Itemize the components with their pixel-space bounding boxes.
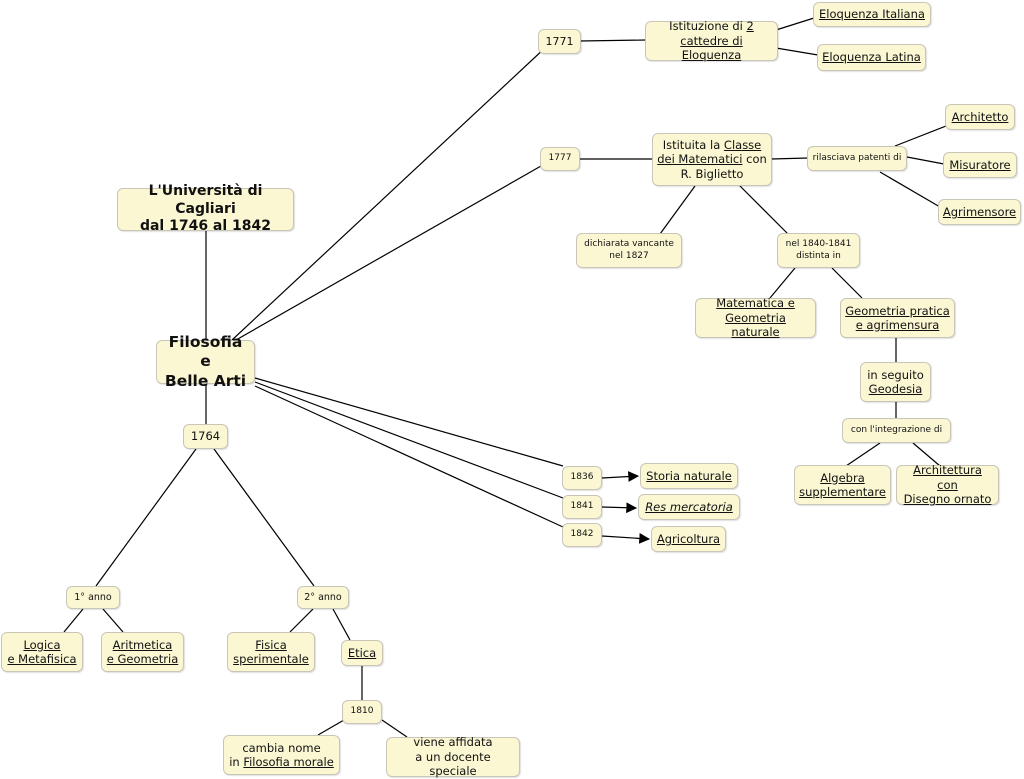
architetto-label: Architetto bbox=[951, 109, 1009, 124]
architetto-link[interactable]: Architetto bbox=[945, 104, 1015, 130]
rilasciava-patenti[interactable]: rilasciava patenti di bbox=[807, 146, 907, 171]
fisica-line1: Fisica bbox=[255, 637, 287, 652]
viene-affidata[interactable]: viene affidata a un docente speciale bbox=[386, 735, 520, 779]
aritmetica-line2: e Geometria bbox=[106, 652, 179, 666]
logica-line2: e Metafisica bbox=[7, 652, 77, 666]
cambia-line1: cambia nome bbox=[242, 740, 321, 755]
agricoltura-label: Agricoltura bbox=[656, 531, 721, 546]
matgeo-line2: Geometria naturale bbox=[725, 310, 786, 340]
affidata-line1: viene affidata bbox=[413, 735, 493, 750]
geopratica-line2: e agrimensura bbox=[855, 318, 940, 332]
year-1777[interactable]: 1777 bbox=[540, 147, 580, 171]
architettura-disegno-link[interactable]: Architettura con Disegno ornato bbox=[896, 463, 999, 507]
misuratore-link[interactable]: Misuratore bbox=[943, 152, 1017, 178]
seguito-line1: in seguito bbox=[867, 367, 924, 382]
fisica-line2: sperimentale bbox=[233, 652, 309, 666]
misuratore-label: Misuratore bbox=[949, 157, 1011, 172]
classe-matematici[interactable]: Istituita la Classe dei Matematici con R… bbox=[652, 133, 772, 186]
cambia-line2: in Filosofia morale bbox=[229, 755, 334, 769]
secondo-anno[interactable]: 2° anno bbox=[297, 586, 349, 609]
logica-line1: Logica bbox=[23, 637, 61, 652]
year-1771-label: 1771 bbox=[545, 34, 574, 48]
agrimensore-label: Agrimensore bbox=[942, 204, 1017, 219]
algebra-line1: Algebra bbox=[820, 470, 865, 485]
year-1836[interactable]: 1836 bbox=[562, 466, 602, 490]
con-integrazione[interactable]: con l'integrazione di bbox=[842, 418, 951, 443]
year-1764[interactable]: 1764 bbox=[183, 424, 228, 449]
eloquenza-latina-link[interactable]: Eloquenza Latina bbox=[817, 44, 926, 71]
in-seguito-geodesia[interactable]: in seguito Geodesia bbox=[860, 362, 931, 402]
dichiarata-vacante[interactable]: dichiarata vancante nel 1827 bbox=[576, 233, 682, 268]
root-node[interactable]: Filosofia e Belle Arti bbox=[156, 333, 255, 390]
aritmetica-geometria-link[interactable]: Aritmetica e Geometria bbox=[101, 632, 184, 672]
primo-anno-label: 1° anno bbox=[74, 591, 112, 603]
istituzione-line1: Istituzione di 2 bbox=[669, 19, 754, 34]
fisica-sperimentale-link[interactable]: Fisica sperimentale bbox=[227, 632, 315, 672]
primo-anno[interactable]: 1° anno bbox=[66, 586, 120, 609]
logica-metafisica-link[interactable]: Logica e Metafisica bbox=[1, 632, 83, 672]
distinta-line2: distinta in bbox=[796, 250, 841, 261]
matematici-line3: R. Biglietto bbox=[680, 166, 744, 181]
res-mercatoria-link[interactable]: Res mercatoria bbox=[638, 494, 740, 520]
geometria-pratica-link[interactable]: Geometria pratica e agrimensura bbox=[840, 298, 955, 338]
year-1810[interactable]: 1810 bbox=[342, 700, 382, 724]
filosofia-morale-link[interactable]: Filosofia morale bbox=[243, 755, 334, 769]
aritmetica-line1: Aritmetica bbox=[112, 637, 173, 652]
year-1842[interactable]: 1842 bbox=[562, 523, 602, 547]
integrazione-label: con l'integrazione di bbox=[850, 424, 943, 435]
distinta-line1: nel 1840-1841 bbox=[785, 239, 852, 250]
matematica-geometria-naturale-link[interactable]: Matematica e Geometria naturale bbox=[695, 296, 816, 340]
year-1842-label: 1842 bbox=[570, 529, 594, 540]
diagram-title: L'Università di Cagliari dal 1746 al 184… bbox=[117, 183, 294, 234]
istituzione-line2: cattedre di Eloquenza bbox=[680, 33, 743, 63]
rilasciava-label: rilasciava patenti di bbox=[812, 152, 902, 163]
year-1764-label: 1764 bbox=[190, 429, 221, 444]
affidata-line2: a un docente speciale bbox=[415, 749, 491, 779]
etica-link[interactable]: Etica bbox=[341, 640, 383, 666]
root-line1: Filosofia e bbox=[168, 332, 243, 371]
istituzione-eloquenza[interactable]: Istituzione di 2 cattedre di Eloquenza bbox=[645, 19, 778, 63]
title-line1: L'Università di Cagliari bbox=[148, 183, 263, 217]
dichiarata-line1: dichiarata vancante bbox=[584, 239, 674, 250]
res-label: Res mercatoria bbox=[645, 499, 733, 514]
archi-line2: Disegno ornato bbox=[903, 492, 992, 507]
geodesia-link[interactable]: Geodesia bbox=[868, 382, 923, 396]
title-line2: dal 1746 al 1842 bbox=[139, 218, 272, 235]
algebra-line2: supplementare bbox=[799, 485, 886, 499]
year-1841-label: 1841 bbox=[570, 501, 594, 512]
year-1841[interactable]: 1841 bbox=[562, 495, 602, 519]
year-1810-label: 1810 bbox=[350, 706, 374, 717]
archi-line1: Architettura con bbox=[913, 463, 982, 492]
matgeo-line1: Matematica e bbox=[716, 296, 795, 311]
root-line2: Belle Arti bbox=[164, 371, 247, 390]
agricoltura-link[interactable]: Agricoltura bbox=[651, 526, 726, 552]
eloquenza-italiana-link[interactable]: Eloquenza Italiana bbox=[813, 2, 931, 27]
geopratica-line1: Geometria pratica bbox=[845, 303, 950, 318]
storia-label: Storia naturale bbox=[646, 468, 732, 483]
cambia-nome[interactable]: cambia nome in Filosofia morale bbox=[223, 735, 340, 775]
algebra-supplementare-link[interactable]: Algebra supplementare bbox=[794, 465, 891, 505]
secondo-anno-label: 2° anno bbox=[304, 591, 342, 603]
distinta-in[interactable]: nel 1840-1841 distinta in bbox=[777, 233, 860, 268]
eloquenza-latina-label: Eloquenza Latina bbox=[822, 50, 921, 65]
year-1836-label: 1836 bbox=[570, 472, 594, 483]
agrimensore-link[interactable]: Agrimensore bbox=[938, 199, 1021, 225]
year-1771[interactable]: 1771 bbox=[538, 29, 581, 54]
etica-label: Etica bbox=[347, 645, 377, 660]
storia-naturale-link[interactable]: Storia naturale bbox=[640, 463, 738, 489]
matematici-line1: Istituita la Classe bbox=[662, 137, 762, 152]
dichiarata-line2: nel 1827 bbox=[609, 250, 649, 261]
eloquenza-italiana-label: Eloquenza Italiana bbox=[819, 7, 925, 22]
matematici-line2: dei Matematici con bbox=[657, 152, 767, 167]
year-1777-label: 1777 bbox=[548, 153, 572, 164]
